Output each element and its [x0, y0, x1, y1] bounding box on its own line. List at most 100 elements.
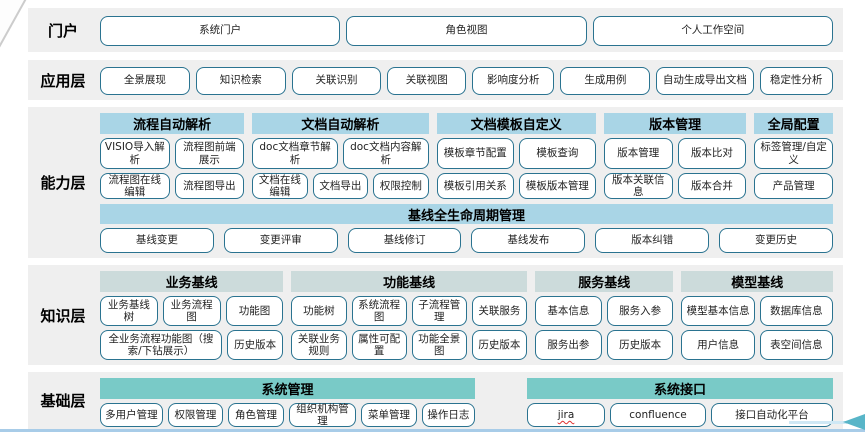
base-box-jira[interactable]: jira: [526, 403, 606, 427]
group-header-business-baseline: 业务基线: [100, 271, 284, 292]
app-box-relation-view[interactable]: 关联视图: [387, 66, 467, 95]
kn-box-function-panorama[interactable]: 功能全景图: [411, 330, 467, 360]
base-box-role-mgmt[interactable]: 角色管理: [228, 403, 284, 427]
kn-box-business-baseline-tree[interactable]: 业务基线树: [100, 296, 158, 326]
capability-group-doc-template: 文档模板自定义 模板章节配置 模板查询 模板引用关系 模板版本管理: [436, 113, 596, 199]
cap-box-flowchart-export[interactable]: 流程图导出: [174, 173, 245, 199]
kn-box-system-flowchart[interactable]: 系统流程图: [351, 296, 407, 326]
app-box-impact-analysis[interactable]: 影响度分析: [472, 66, 555, 95]
arrow-line: [789, 421, 847, 424]
base-box-org-mgmt[interactable]: 组织机构管理: [288, 403, 357, 427]
baseline-box-error-correction[interactable]: 版本纠错: [595, 228, 710, 253]
cap-box-doc-content-parse[interactable]: doc文档内容解析: [342, 138, 429, 169]
app-box-stability-analysis[interactable]: 稳定性分析: [759, 66, 833, 95]
cap-box-template-chapter-config[interactable]: 模板章节配置: [436, 138, 514, 169]
kn-box-function-history-version[interactable]: 历史版本: [471, 330, 528, 360]
cap-box-version-relation[interactable]: 版本关联信息: [603, 173, 673, 199]
base-groups-gap: [475, 378, 527, 427]
kn-box-related-service[interactable]: 关联服务: [471, 296, 528, 326]
capability-group-version-mgmt: 版本管理 版本管理 版本比对 版本关联信息 版本合并: [603, 113, 747, 199]
capability-group-process-parsing: 流程自动解析 VISIO导入解析 流程图前端展示 流程图在线编辑 流程图导出: [100, 113, 245, 199]
baseline-buttons-row: 基线变更 变更评审 基线修订 基线发布 版本纠错 变更历史: [100, 228, 833, 253]
knowledge-group-service-baseline: 服务基线 基本信息 服务入参 服务出参 历史版本: [535, 271, 674, 360]
capability-group-global-config: 全局配置 标签管理/自定义 产品管理: [754, 113, 833, 199]
base-box-multi-user-mgmt[interactable]: 多用户管理: [100, 403, 163, 427]
portal-buttons-row: 系统门户 角色视图 个人工作空间: [100, 14, 833, 47]
baseline-box-change-history[interactable]: 变更历史: [719, 228, 833, 253]
arrow-triangle-icon: [843, 414, 865, 430]
kn-box-business-history-version[interactable]: 历史版本: [226, 330, 284, 360]
application-buttons-row: 全景展现 知识检索 关联识别 关联视图 影响度分析 生成用例 自动生成导出文档 …: [100, 66, 833, 95]
knowledge-layer-band: 知识层 业务基线 业务基线树 业务流程图 功能图 全业务流程功能图（搜索/下钻展…: [28, 265, 843, 365]
base-box-menu-mgmt[interactable]: 菜单管理: [361, 403, 417, 427]
baseline-box-revision[interactable]: 基线修订: [347, 228, 462, 253]
kn-box-tablespace-info[interactable]: 表空间信息: [759, 330, 833, 360]
layer-label-knowledge: 知识层: [40, 306, 86, 325]
kn-box-model-basic-info[interactable]: 模型基本信息: [681, 296, 755, 326]
kn-box-function-diagram[interactable]: 功能图: [225, 296, 284, 326]
base-box-permission-mgmt[interactable]: 权限管理: [167, 403, 224, 427]
capability-layer-band: 能力层 流程自动解析 VISIO导入解析 流程图前端展示 流程图在线编辑 流程图…: [28, 107, 843, 258]
group-header-system-mgmt: 系统管理: [100, 378, 475, 399]
cap-box-template-query[interactable]: 模板查询: [518, 138, 596, 169]
base-box-confluence[interactable]: confluence: [610, 403, 706, 427]
portal-box-system-portal[interactable]: 系统门户: [100, 15, 341, 46]
kn-box-full-business-function-map[interactable]: 全业务流程功能图（搜索/下钻展示）: [100, 330, 222, 360]
base-layer-band: 基础层 系统管理 多用户管理 权限管理 角色管理 组织机构管理 菜单管理 操作日…: [28, 372, 843, 429]
cap-box-product-mgmt[interactable]: 产品管理: [754, 173, 833, 199]
group-header-function-baseline: 功能基线: [291, 271, 528, 292]
app-box-knowledge-search[interactable]: 知识检索: [195, 66, 286, 95]
portal-box-personal-workspace[interactable]: 个人工作空间: [592, 15, 833, 46]
group-header-doc-parsing: 文档自动解析: [252, 113, 429, 134]
cap-box-flowchart-edit[interactable]: 流程图在线编辑: [100, 173, 170, 199]
cap-box-visio-import[interactable]: VISIO导入解析: [100, 138, 170, 169]
group-header-model-baseline: 模型基线: [681, 271, 833, 292]
capability-groups-row: 流程自动解析 VISIO导入解析 流程图前端展示 流程图在线编辑 流程图导出 文…: [100, 113, 833, 199]
cap-box-flowchart-frontend[interactable]: 流程图前端展示: [174, 138, 245, 169]
cap-box-template-version-mgmt[interactable]: 模板版本管理: [518, 173, 596, 199]
cap-box-doc-online-edit[interactable]: 文档在线编辑: [252, 173, 308, 199]
cap-box-version-mgmt[interactable]: 版本管理: [603, 138, 673, 169]
kn-box-configurable-attribute[interactable]: 属性可配置: [351, 330, 407, 360]
kn-box-basic-info[interactable]: 基本信息: [535, 296, 602, 326]
knowledge-group-function-baseline: 功能基线 功能树 系统流程图 子流程管理 关联服务 关联业务规则 属性可配置 功…: [291, 271, 528, 360]
base-groups-row: 系统管理 多用户管理 权限管理 角色管理 组织机构管理 菜单管理 操作日志 系统…: [100, 378, 833, 427]
capability-group-doc-parsing: 文档自动解析 doc文档章节解析 doc文档内容解析 文档在线编辑 文档导出 权…: [252, 113, 429, 199]
layer-label-portal: 门户: [47, 21, 78, 40]
app-box-generate-usecase[interactable]: 生成用例: [560, 66, 651, 95]
app-box-panorama[interactable]: 全景展现: [100, 66, 190, 95]
group-header-global-config: 全局配置: [754, 113, 833, 134]
left-arrow-decoration: [775, 407, 865, 433]
cap-box-doc-chapter-parse[interactable]: doc文档章节解析: [252, 138, 338, 169]
kn-box-function-tree[interactable]: 功能树: [291, 296, 347, 326]
group-header-version-mgmt: 版本管理: [603, 113, 747, 134]
kn-box-business-flowchart[interactable]: 业务流程图: [162, 296, 221, 326]
base-group-system-mgmt: 系统管理 多用户管理 权限管理 角色管理 组织机构管理 菜单管理 操作日志: [100, 378, 475, 427]
app-box-auto-export-doc[interactable]: 自动生成导出文档: [656, 66, 754, 95]
kn-box-service-output-param[interactable]: 服务出参: [535, 330, 602, 360]
portal-box-role-view[interactable]: 角色视图: [346, 15, 587, 46]
cap-box-version-merge[interactable]: 版本合并: [677, 173, 747, 199]
kn-box-user-info[interactable]: 用户信息: [681, 330, 755, 360]
knowledge-group-business-baseline: 业务基线 业务基线树 业务流程图 功能图 全业务流程功能图（搜索/下钻展示） 历…: [100, 271, 284, 360]
kn-box-subprocess-mgmt[interactable]: 子流程管理: [411, 296, 467, 326]
cap-box-template-reference[interactable]: 模板引用关系: [436, 173, 514, 199]
cap-box-doc-export[interactable]: 文档导出: [312, 173, 369, 199]
baseline-box-release[interactable]: 基线发布: [471, 228, 586, 253]
app-box-relation-identify[interactable]: 关联识别: [291, 66, 382, 95]
cap-box-permission-control[interactable]: 权限控制: [373, 173, 429, 199]
base-box-operation-log[interactable]: 操作日志: [421, 403, 475, 427]
kn-box-related-business-rule[interactable]: 关联业务规则: [291, 330, 347, 360]
baseline-box-change-review[interactable]: 变更评审: [223, 228, 338, 253]
kn-box-service-history-version[interactable]: 历史版本: [606, 330, 674, 360]
kn-box-service-input-param[interactable]: 服务入参: [606, 296, 674, 326]
group-header-service-baseline: 服务基线: [535, 271, 674, 292]
layer-label-capability: 能力层: [40, 174, 86, 192]
bottom-accent-line: [0, 429, 865, 432]
cap-box-tag-mgmt[interactable]: 标签管理/自定义: [754, 138, 833, 169]
cap-box-version-compare[interactable]: 版本比对: [677, 138, 747, 169]
knowledge-group-model-baseline: 模型基线 模型基本信息 数据库信息 用户信息 表空间信息: [681, 271, 833, 360]
baseline-box-change[interactable]: 基线变更: [100, 228, 214, 253]
portal-layer-band: 门户 系统门户 角色视图 个人工作空间: [28, 8, 843, 52]
kn-box-database-info[interactable]: 数据库信息: [759, 296, 833, 326]
